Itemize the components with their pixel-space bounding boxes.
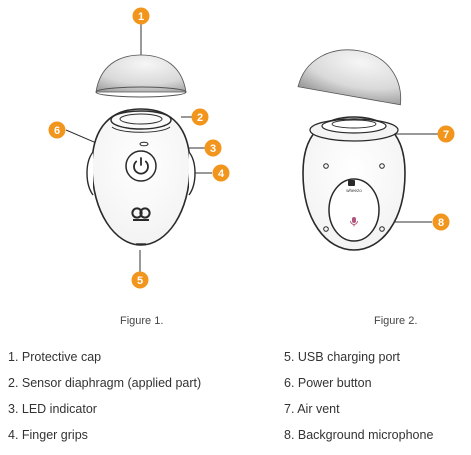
svg-text:7: 7 xyxy=(443,129,449,141)
finger-grip-right xyxy=(188,151,196,196)
screw-icon xyxy=(379,226,385,232)
callout-badge-4: 4 xyxy=(212,164,230,182)
svg-text:2: 2 xyxy=(197,112,203,124)
back-panel xyxy=(328,178,380,242)
diaphragm-collar xyxy=(111,126,171,133)
brand-logo-icon xyxy=(131,207,151,221)
back-logo-icon xyxy=(348,180,355,186)
legend-item: 7. Air vent xyxy=(284,402,340,416)
screw-icon xyxy=(379,163,385,169)
svg-text:5: 5 xyxy=(137,275,143,287)
figure-1-caption: Figure 1. xyxy=(120,315,164,327)
svg-text:4: 4 xyxy=(218,168,225,180)
callout-badge-2: 2 xyxy=(191,108,209,126)
legend-item: 8. Background microphone xyxy=(284,428,434,442)
figure-2-device: wheezo xyxy=(297,49,438,251)
callout-badge-6: 6 xyxy=(48,121,66,139)
legend-item: 1. Protective cap xyxy=(8,350,102,364)
microphone-icon xyxy=(350,217,358,227)
callout-badge-7: 7 xyxy=(437,125,455,143)
led-indicator xyxy=(139,141,149,147)
figure-2-caption: Figure 2. xyxy=(374,315,418,327)
svg-text:1: 1 xyxy=(138,11,144,23)
legend-item: 6. Power button xyxy=(284,376,372,390)
svg-text:3: 3 xyxy=(210,143,216,155)
legend-item: 5. USB charging port xyxy=(284,350,401,364)
screw-icon xyxy=(323,163,329,169)
finger-grip-left xyxy=(86,151,94,196)
callout-badge-1: 1 xyxy=(132,7,150,25)
protective-cap-rear xyxy=(297,49,402,106)
protective-cap-rim xyxy=(95,86,187,98)
legend-item: 2. Sensor diaphragm (applied part) xyxy=(8,376,202,390)
callout-badge-8: 8 xyxy=(432,213,450,231)
legend-item: 3. LED indicator xyxy=(8,402,97,416)
screw-icon xyxy=(323,226,329,232)
figure-1-device xyxy=(65,24,212,272)
power-icon xyxy=(133,160,149,175)
callout-badges: 1 2 3 4 5 6 7 8 xyxy=(48,7,455,289)
callout-badge-3: 3 xyxy=(204,139,222,157)
back-logo-text: wheezo xyxy=(346,188,362,193)
air-vent xyxy=(321,118,387,134)
legend-item: 4. Finger grips xyxy=(8,428,88,442)
callout-badge-5: 5 xyxy=(131,271,149,289)
power-button xyxy=(125,150,157,182)
sensor-diaphragm-inner xyxy=(119,113,163,125)
svg-text:8: 8 xyxy=(438,217,444,229)
protective-cap xyxy=(95,54,187,93)
svg-text:6: 6 xyxy=(54,125,60,137)
